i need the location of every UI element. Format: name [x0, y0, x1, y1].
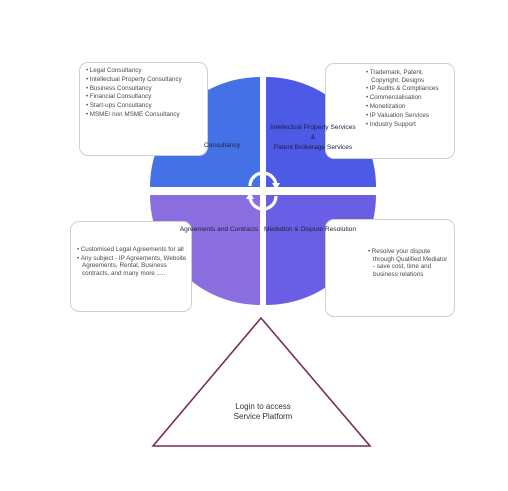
login-line1: Login to access [235, 402, 291, 411]
list-item: MSME/ non MSME Consultancy [86, 111, 201, 119]
agreements-card: Customised Legal Agreements for all Any … [70, 221, 192, 312]
list-item: Resolve your dispute through Qualified M… [368, 248, 450, 278]
list-item: Industry Support [366, 121, 448, 129]
list-item: Financial Consultancy [86, 93, 201, 101]
agreements-label: Agreements and Contracts [179, 226, 259, 233]
list-item: IP Valuation Services [366, 112, 448, 120]
ip-services-quadrant[interactable] [266, 77, 376, 187]
mediation-card: Resolve your dispute through Qualified M… [325, 219, 455, 317]
list-item: Trademark, Patent, Copyright, Designs [366, 69, 448, 84]
login-link[interactable]: Login to access Service Platform [208, 402, 318, 422]
list-item: Intellectual Property Consultancy [86, 76, 201, 84]
login-line2: Service Platform [233, 412, 293, 421]
consultancy-card: Legal Consultancy Intellectual Property … [79, 62, 208, 156]
list-item: Commercialisation [366, 94, 448, 102]
ip-services-card: Trademark, Patent, Copyright, Designs IP… [325, 63, 455, 159]
list-item: Start-ups Consultancy [86, 102, 201, 110]
login-triangle[interactable] [151, 316, 372, 447]
list-item: Customised Legal Agreements for all [77, 246, 187, 254]
ip-services-line2: Patent Brokerage Services [273, 144, 353, 151]
list-item: Monetization [366, 103, 448, 111]
ampersand: & [310, 134, 316, 141]
list-item: Any subject - IP Agreements, Website Agr… [77, 255, 187, 278]
ip-services-line1: Intellectual Property Services [270, 124, 356, 131]
list-item: Business Consultancy [86, 85, 201, 93]
ip-services-label: Intellectual Property Services & Patent … [266, 124, 360, 152]
consultancy-label: Consultancy [203, 142, 241, 149]
mediation-label: Mediation & Dispute Resolution [264, 226, 356, 233]
cycle-icon [246, 171, 280, 211]
list-item: IP Audits & Compliances [366, 85, 448, 93]
list-item: Legal Consultancy [86, 67, 201, 75]
